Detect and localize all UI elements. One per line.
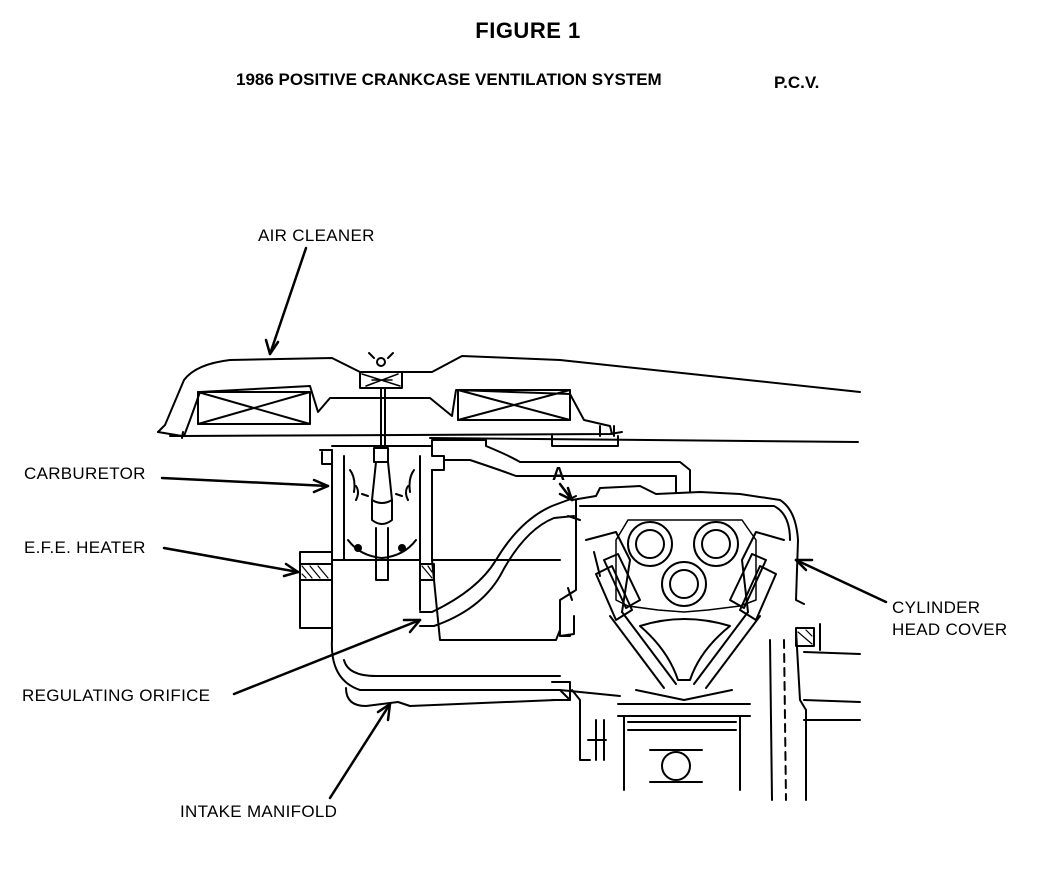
figure-subtitle: 1986 POSITIVE CRANKCASE VENTILATION SYST… [236, 70, 662, 89]
leader-arrows [162, 248, 886, 798]
label-air-cleaner: AIR CLEANER [258, 226, 375, 245]
efe-heater-drawing [300, 552, 434, 628]
label-regulating-orifice: REGULATING ORIFICE [22, 686, 211, 705]
arrow-air-cleaner [270, 248, 306, 354]
air-cleaner-drawing [158, 353, 860, 446]
arrow-regulating-orifice [234, 620, 420, 694]
carburetor-drawing [320, 388, 690, 640]
label-cylinder-head-cover-line2: HEAD COVER [892, 620, 1008, 639]
figure-title: FIGURE 1 [475, 18, 581, 43]
label-carburetor: CARBURETOR [24, 464, 146, 483]
arrow-intake-manifold [330, 704, 390, 798]
label-point-a: A [552, 464, 566, 484]
intake-manifold-drawing [332, 560, 570, 706]
engine-block-drawing [560, 486, 860, 800]
arrow-efe-heater [164, 548, 298, 572]
figure-abbreviation: P.C.V. [774, 73, 820, 92]
arrow-cylinder-head-cover [796, 560, 886, 602]
label-efe-heater: E.F.E. HEATER [24, 538, 146, 557]
arrow-carburetor [162, 478, 328, 486]
label-cylinder-head-cover-line1: CYLINDER [892, 598, 981, 617]
label-intake-manifold: INTAKE MANIFOLD [180, 802, 338, 821]
